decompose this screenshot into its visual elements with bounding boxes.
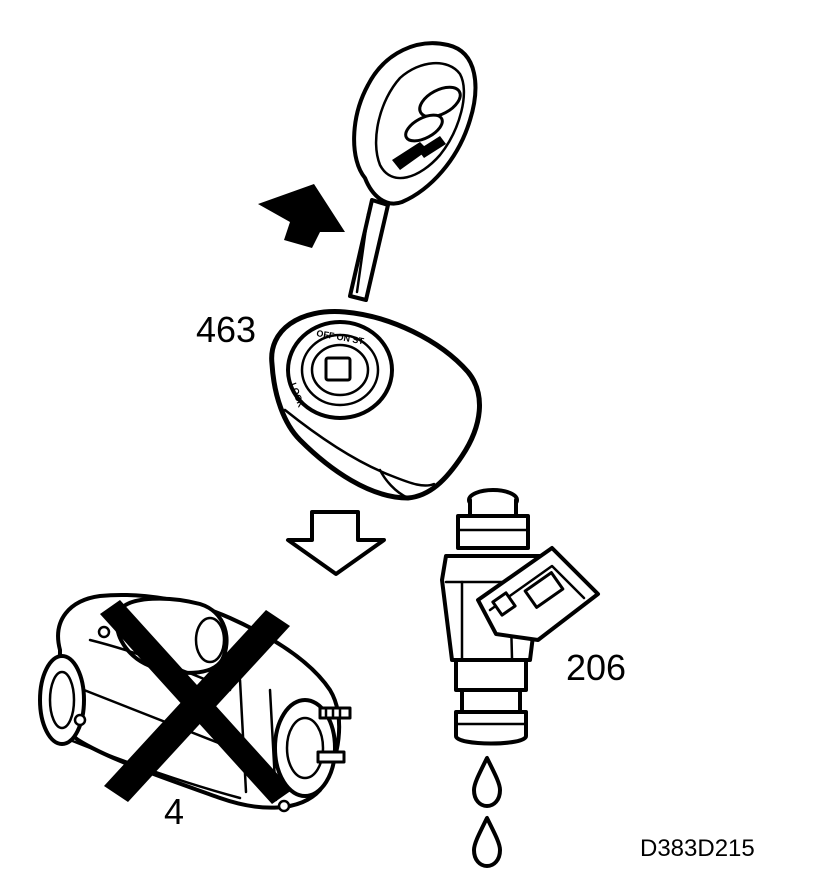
up-arrow-icon: [258, 184, 345, 248]
label-fuel-injector: 206: [566, 647, 626, 688]
figure-code: D383D215: [640, 835, 755, 862]
fuel-injector-icon: [440, 488, 600, 746]
remote-key-icon: [348, 41, 478, 302]
cross-out-icon: [100, 600, 292, 804]
fuel-drop-icon: [472, 756, 502, 868]
label-starter-motor: 4: [164, 791, 184, 832]
ignition-switch-icon: OFF ON ST LOCK: [269, 309, 482, 501]
down-arrow-icon: [286, 510, 386, 576]
label-ignition-switch: 463: [196, 309, 256, 350]
